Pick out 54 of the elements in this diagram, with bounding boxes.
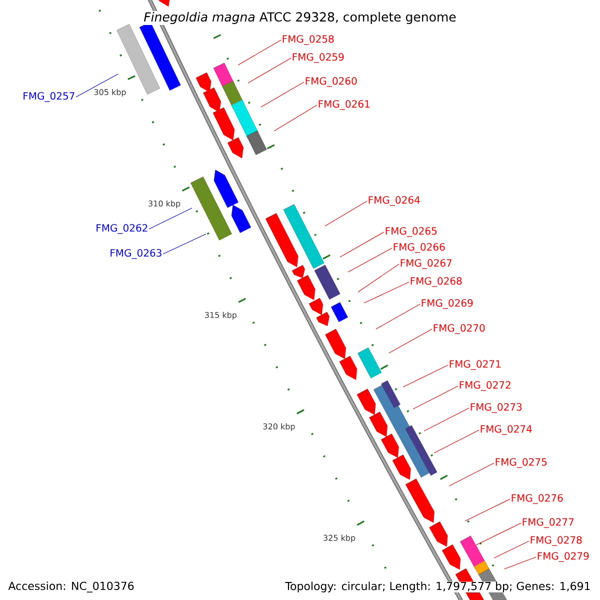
title: Finegoldia magna ATCC 29328, complete genome — [142, 10, 458, 26]
gene-label: FMG_0258 — [282, 35, 334, 45]
gene-label: FMG_0267 — [400, 259, 452, 269]
leader-line — [162, 234, 206, 254]
leader-line — [412, 386, 458, 410]
leader-line — [358, 264, 400, 292]
leader-line — [340, 232, 384, 258]
leader-line — [434, 430, 480, 454]
leader-line — [424, 408, 470, 432]
gene-label: FMG_0272 — [460, 381, 510, 391]
leader-line — [238, 40, 282, 66]
scale-label: 305 kbp — [94, 88, 126, 97]
gene-label: FMG_0257 — [24, 92, 74, 102]
scale-label: 310 kbp — [148, 200, 180, 208]
gene-label: FMG_0273 — [470, 403, 522, 413]
scale-label: 320 kbp — [263, 423, 295, 431]
gene-label: FMG_0259 — [292, 53, 344, 63]
leader-line — [324, 200, 368, 226]
gene-label: FMG_0271 — [450, 360, 500, 370]
gene-label: FMG_0268 — [410, 277, 462, 287]
leader-line — [448, 462, 494, 486]
scale-label: 315 kbp — [205, 312, 237, 320]
gene-label: FMG_0260 — [306, 77, 357, 87]
gene-label: FMG_0269 — [422, 299, 473, 309]
leader-line — [504, 556, 536, 570]
leader-line — [260, 82, 304, 108]
gene-label: FMG_0277 — [522, 518, 574, 528]
gene-label: FMG_0261 — [318, 100, 370, 110]
leader-line — [388, 328, 432, 354]
gene-label: FMG_0264 — [368, 196, 420, 206]
leader-line — [476, 522, 522, 546]
gene-label: FMG_0276 — [512, 494, 563, 504]
gene-label: FMG_0266 — [394, 243, 445, 253]
gene-label: FMG_0278 — [530, 536, 582, 546]
gene-label: FMG_0263 — [110, 249, 162, 259]
leader-line — [76, 74, 118, 98]
leader-line — [402, 364, 448, 388]
leader-line — [464, 498, 510, 522]
accession-label: Accession: NC_010376 — [8, 582, 134, 592]
leader-line — [148, 208, 192, 230]
leader-line — [274, 104, 318, 132]
gene-label: FMG_0275 — [496, 458, 546, 468]
gene-label: FMG_0279 — [538, 552, 589, 562]
gene-label: FMG_0265 — [386, 227, 436, 237]
leader-line — [364, 282, 410, 304]
leader-line — [376, 304, 420, 330]
genome-info-label: Topology: circular; Length: 1,797,577 bp; Genes: 1,691 — [285, 582, 591, 592]
gene-label: FMG_0262 — [96, 224, 148, 234]
leader-line — [494, 540, 530, 558]
scale-label: 325 kbp — [324, 534, 356, 542]
leader-line — [248, 58, 292, 84]
leader-line — [348, 248, 392, 272]
gene-label: FMG_0274 — [480, 425, 532, 435]
gene-label: FMG_0270 — [434, 324, 485, 334]
